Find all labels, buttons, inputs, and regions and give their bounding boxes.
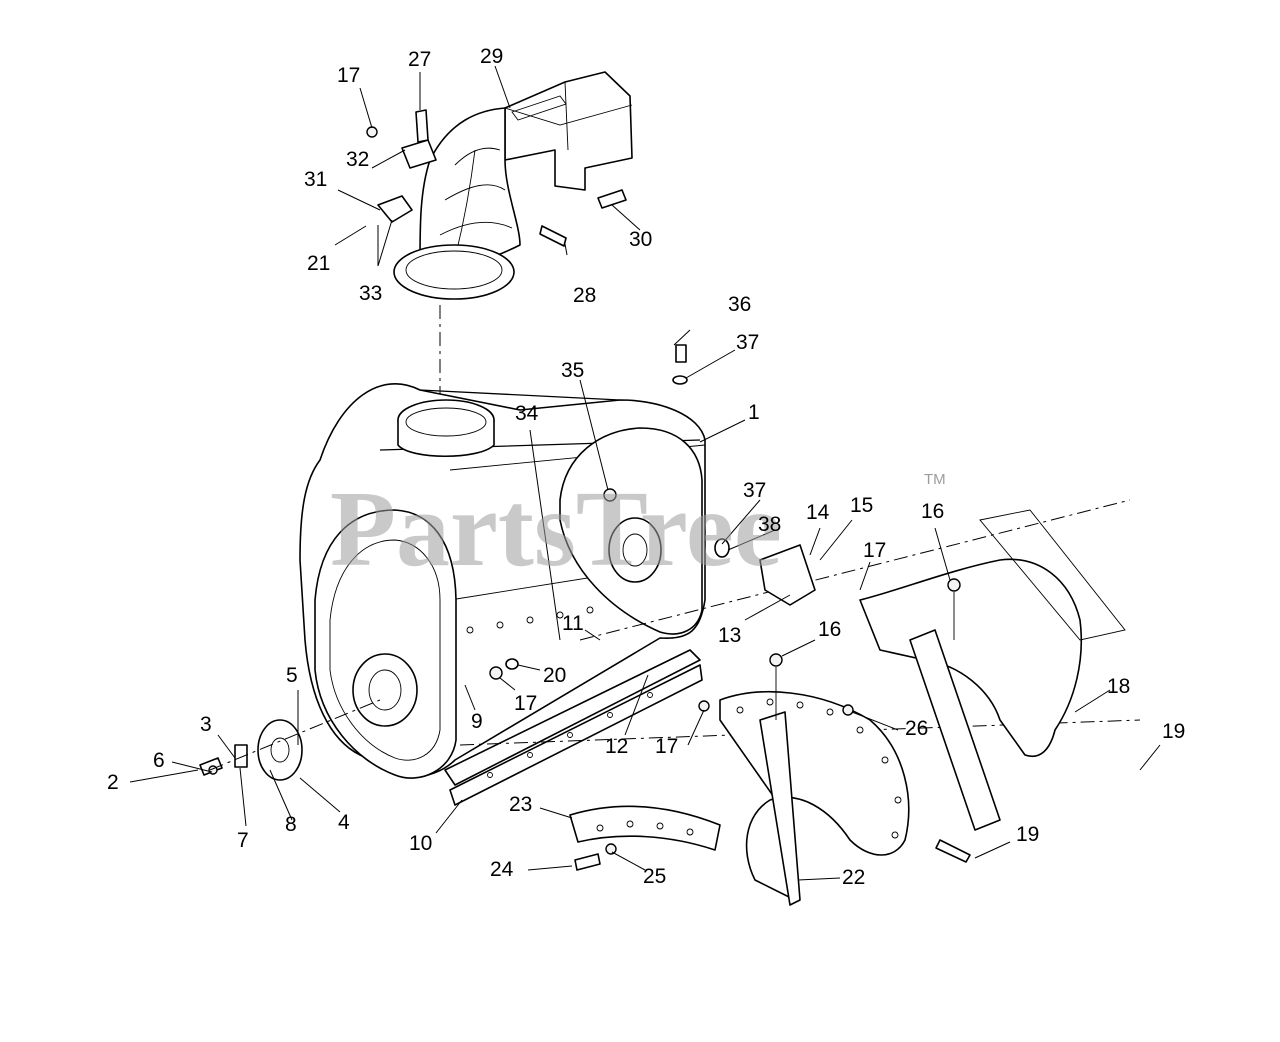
nut-17-left-auger	[698, 700, 710, 712]
callout-18: 18	[1107, 675, 1130, 698]
bolt-28	[539, 225, 567, 247]
callout-17-auger: 17	[655, 735, 678, 758]
callout-38: 38	[758, 513, 781, 536]
callout-16-left: 16	[818, 618, 841, 641]
auger-paddle-assembly	[569, 805, 721, 871]
callout-17-center: 17	[514, 692, 537, 715]
washer-7	[234, 744, 248, 768]
nut-26	[842, 704, 854, 716]
auger-flight-18	[859, 558, 1083, 757]
washer-38	[714, 538, 730, 558]
callout-7: 7	[237, 829, 249, 852]
callout-9: 9	[471, 710, 483, 733]
callout-17-top: 17	[337, 64, 360, 87]
callout-36: 36	[728, 293, 751, 316]
callout-13: 13	[718, 624, 741, 647]
fitting-16-right	[947, 578, 961, 592]
discharge-chute-assembly	[366, 71, 633, 300]
watermark-text: PartsTree	[330, 470, 782, 589]
callout-20: 20	[543, 664, 566, 687]
shave-plate-12	[449, 664, 703, 806]
callout-24: 24	[490, 858, 514, 881]
right-auger-assembly	[859, 509, 1126, 831]
callout-32: 32	[346, 148, 369, 171]
callout-21: 21	[307, 252, 330, 275]
callout-19-right: 19	[1162, 720, 1185, 743]
left-bearing-boss	[352, 653, 418, 727]
callout-4: 4	[338, 811, 350, 834]
callout-3: 3	[200, 713, 212, 736]
watermark-trademark: TM	[924, 471, 946, 488]
callout-34: 34	[515, 402, 539, 425]
callout-37-mid: 37	[743, 479, 766, 502]
bolt-36	[675, 344, 687, 363]
left-bearing-stack	[199, 699, 381, 781]
callout-23: 23	[509, 793, 532, 816]
callout-31: 31	[304, 168, 327, 191]
washer-37-top	[672, 375, 688, 385]
callout-16-right: 16	[921, 500, 944, 523]
chute-clamp	[401, 139, 437, 169]
callout-37-top: 37	[736, 331, 759, 354]
nut-35	[603, 488, 617, 502]
callout-10: 10	[409, 832, 432, 855]
nut-17-top	[366, 126, 378, 138]
bearing-flange-5	[257, 719, 303, 781]
callout-33: 33	[359, 282, 382, 305]
bolt-30	[597, 189, 627, 209]
right-bearing-boss	[608, 517, 662, 583]
callout-30: 30	[629, 228, 652, 251]
auger-housing-assembly	[299, 383, 706, 779]
bolt-19-lower	[935, 839, 971, 863]
nut-25	[605, 843, 617, 855]
callout-14: 14	[806, 501, 830, 524]
gear-case-13	[759, 544, 816, 606]
callout-22: 22	[842, 866, 865, 889]
callout-26: 26	[905, 717, 928, 740]
bolt-24	[574, 853, 601, 871]
callout-15: 15	[850, 494, 873, 517]
callout-12: 12	[605, 735, 628, 758]
callout-5: 5	[286, 664, 298, 687]
callout-29: 29	[480, 45, 503, 68]
chute-base-ring	[393, 244, 515, 300]
leader-lines	[129, 65, 1161, 881]
callout-19-lower: 19	[1016, 823, 1039, 846]
auger-shaft-left	[759, 711, 801, 906]
callout-8: 8	[285, 813, 297, 836]
callout-17-right: 17	[863, 539, 886, 562]
chute-bracket	[377, 195, 413, 223]
callout-6: 6	[153, 749, 165, 772]
callout-27: 27	[408, 48, 431, 71]
callout-35: 35	[561, 359, 584, 382]
callout-2: 2	[107, 771, 119, 794]
housing-left-side	[314, 509, 457, 779]
auger-shaft-right	[909, 629, 1001, 831]
callout-25: 25	[643, 865, 666, 888]
callout-11: 11	[562, 612, 584, 635]
bolt-27	[415, 109, 429, 143]
nut-17-center	[489, 666, 503, 680]
center-drive-parts	[489, 344, 816, 680]
callout-labels: 17 27 29 32 31 21 33 28 30 36 37 35 34 1…	[107, 45, 1185, 889]
callout-28: 28	[573, 284, 596, 307]
fitting-16-left	[769, 653, 783, 667]
callout-1: 1	[748, 401, 760, 424]
washer-20	[505, 658, 519, 670]
chute-deflector-29	[504, 71, 633, 191]
scraper-bar-10	[444, 649, 701, 786]
left-auger-assembly	[698, 653, 971, 906]
paddle-23	[569, 805, 721, 851]
